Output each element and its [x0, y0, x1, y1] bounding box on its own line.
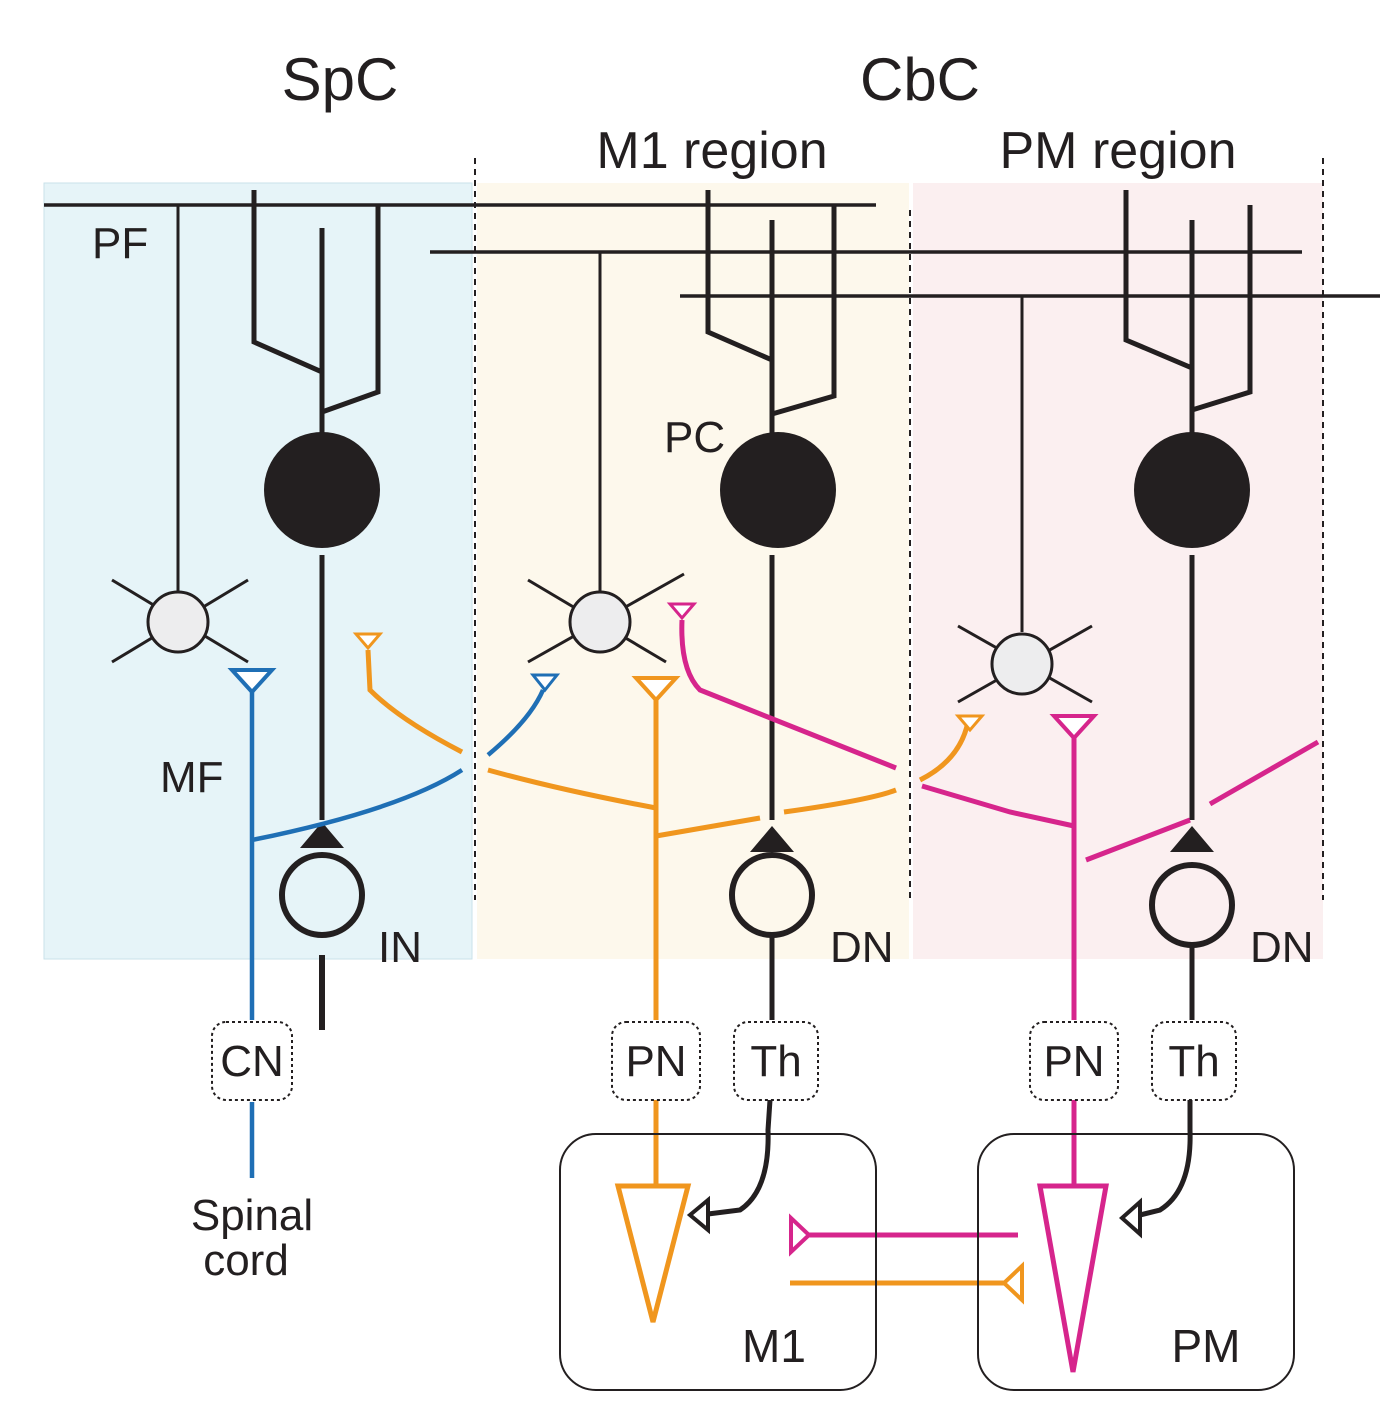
th-pm-relay-box: Th: [1151, 1021, 1237, 1101]
m1-th-projection: [699, 1099, 773, 1218]
m1-pontine-mossy-fiber: [365, 649, 1012, 1286]
pm-th-terminal: [1118, 1197, 1142, 1239]
m1-mf-terminal-2: [631, 676, 681, 703]
spinal-label-line1: Spinal: [191, 1191, 313, 1240]
cn-relay-box: CN: [211, 1021, 293, 1101]
m1-purkinje-soma: [720, 432, 836, 548]
pm-mf-terminal-2: [1049, 714, 1099, 741]
spc-region-bg: [43, 182, 473, 960]
in-nucleus-neuron: [279, 852, 365, 938]
pc-label: PC: [664, 413, 725, 462]
pm-cortex-box: PM: [977, 1133, 1295, 1391]
m1-mf-terminal-3: [954, 714, 986, 733]
parallel-fibers: [44, 203, 1380, 298]
spc-pc-terminal: [300, 822, 344, 848]
spc-title: SpC: [282, 46, 399, 113]
pm-box-label: PM: [1172, 1320, 1241, 1372]
m1-th-terminal: [686, 1195, 710, 1235]
th-pm-label: Th: [1168, 1037, 1219, 1086]
spc-purkinje-cell: [251, 190, 381, 820]
cn-label: CN: [220, 1037, 284, 1086]
m1-box-label: M1: [742, 1320, 806, 1372]
spc-purkinje-soma: [264, 432, 380, 548]
pm-purkinje-soma: [1134, 432, 1250, 548]
pm-mf-terminal-1: [666, 602, 698, 621]
spinal-mossy-fiber: [249, 689, 546, 1178]
spinal-mf-terminal-2: [529, 673, 561, 693]
m1-to-pm-terminal: [1001, 1261, 1024, 1305]
in-label: IN: [378, 923, 422, 972]
pn-pm-label: PN: [1043, 1037, 1104, 1086]
pm-pontine-mossy-fiber: [679, 619, 1320, 1238]
m1-purkinje-cell: [705, 190, 837, 820]
pm-th-projection: [1127, 1100, 1193, 1221]
m1-cortex-neuron: [614, 1183, 692, 1323]
dn-pm-label: DN: [1250, 923, 1314, 972]
pm-region-title: PM region: [1000, 122, 1237, 180]
m1-cortex-box: M1: [559, 1133, 877, 1391]
m1-region-bg: [477, 183, 909, 959]
m1-pc-terminal: [750, 826, 794, 852]
pm-purkinje-cell: [1123, 190, 1253, 820]
th-m1-label: Th: [750, 1037, 801, 1086]
spinal-label-line2: cord: [203, 1236, 289, 1285]
dn-m1-label: DN: [830, 923, 894, 972]
spc-interneuron-soma: [146, 590, 210, 654]
m1-region-title: M1 region: [596, 122, 827, 180]
pn-m1-label: PN: [625, 1037, 686, 1086]
pm-cortex-neuron: [1037, 1183, 1109, 1373]
pf-label: PF: [92, 219, 148, 268]
pn-m1-relay-box: PN: [611, 1021, 701, 1101]
pm-to-m1-terminal: [789, 1213, 812, 1257]
pm-region-bg: [913, 183, 1323, 959]
mf-label: MF: [160, 753, 224, 802]
m1-interneuron-soma: [568, 590, 632, 654]
cbc-title: CbC: [860, 46, 980, 113]
pm-pc-terminal: [1170, 826, 1214, 852]
pm-interneuron-soma: [990, 632, 1054, 696]
m1-mf-terminal-1: [352, 632, 384, 651]
pn-pm-relay-box: PN: [1029, 1021, 1119, 1101]
spinal-mf-terminal-1: [227, 668, 277, 695]
th-m1-relay-box: Th: [733, 1021, 819, 1101]
